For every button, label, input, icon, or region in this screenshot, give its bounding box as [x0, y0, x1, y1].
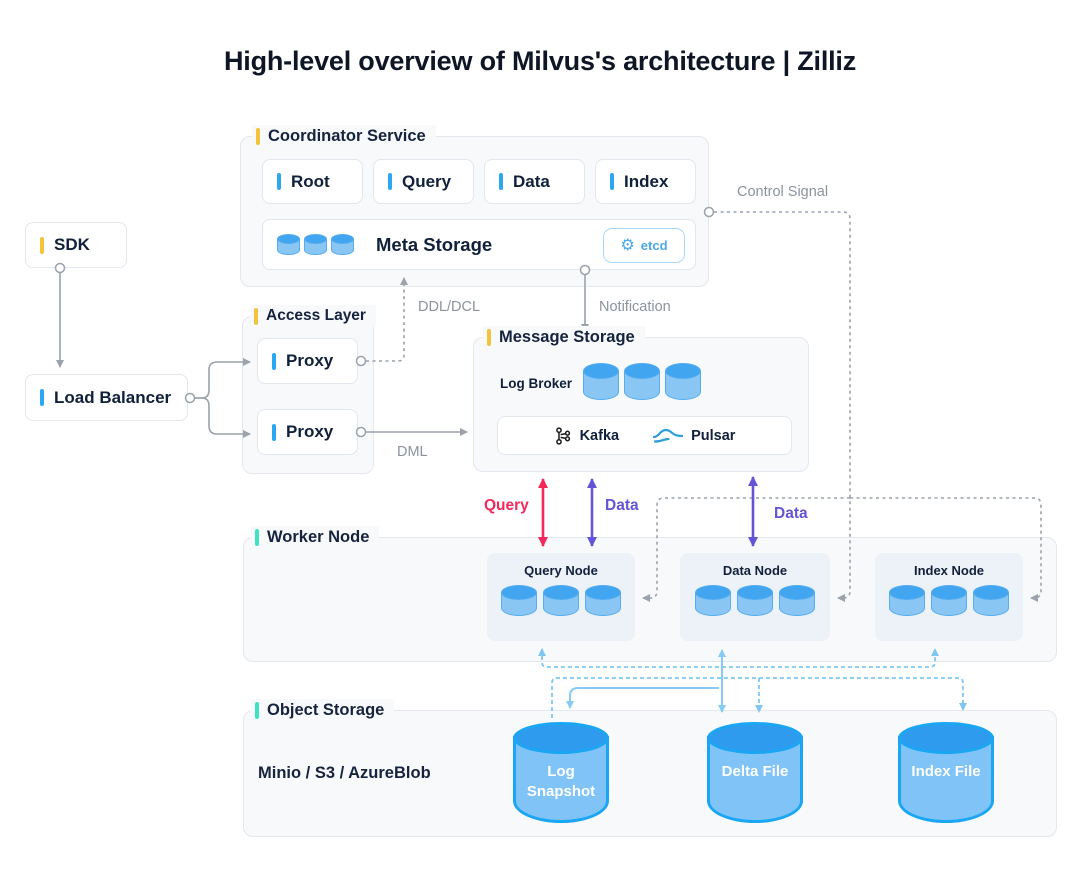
root-coord-box: Root [262, 159, 363, 204]
kafka-engine: Kafka [554, 426, 619, 445]
log-broker-label: Log Broker [500, 376, 573, 391]
database-icon [585, 585, 621, 616]
database-icon [898, 722, 994, 754]
blue-bar-icon [499, 173, 503, 190]
database-icon [737, 585, 773, 616]
query-arrow-label: Query [484, 497, 529, 514]
yellow-bar-icon [256, 128, 260, 145]
index-node-databases [889, 585, 1009, 616]
blue-bar-icon [277, 173, 281, 190]
database-icon [543, 585, 579, 616]
database-icon [889, 585, 925, 616]
database-icon [277, 234, 300, 255]
teal-bar-icon [255, 702, 259, 719]
database-icon [304, 234, 327, 255]
database-icon [931, 585, 967, 616]
notification-label: Notification [599, 299, 671, 315]
data-node-box: Data Node [680, 553, 830, 641]
database-icon [501, 585, 537, 616]
kafka-icon [555, 426, 570, 445]
yellow-bar-icon [254, 307, 258, 325]
data-node-databases [695, 585, 815, 616]
blue-bar-icon [272, 352, 276, 370]
pulsar-engine: Pulsar [653, 427, 735, 445]
database-icon [695, 585, 731, 616]
meta-storage-box: Meta Storage ⚙ etcd [262, 219, 696, 270]
database-icon [707, 722, 803, 754]
control-signal-label: Control Signal [737, 184, 829, 200]
index-coord-box: Index [595, 159, 696, 204]
yellow-bar-icon [487, 329, 491, 346]
data-coord-box: Data [484, 159, 585, 204]
pulsar-icon [653, 428, 684, 443]
query-coord-box: Query [373, 159, 474, 204]
blue-bar-icon [40, 389, 44, 406]
log-broker-engines-box: Kafka Pulsar [497, 416, 792, 455]
blue-bar-icon [610, 173, 614, 190]
access-layer-label: Access Layer [250, 305, 376, 327]
object-storage-backends: Minio / S3 / AzureBlob [258, 764, 431, 782]
dml-label: DML [397, 444, 428, 460]
coordinator-service-label: Coordinator Service [252, 125, 436, 148]
database-icon [513, 722, 609, 754]
proxy-box-2: Proxy [257, 409, 358, 455]
object-storage-label: Object Storage [251, 699, 395, 722]
delta-file-cylinder: Delta File [707, 722, 803, 823]
etcd-badge: ⚙ etcd [603, 228, 685, 263]
database-icon [624, 363, 660, 400]
yellow-bar-icon [40, 236, 44, 254]
load-balancer-box: Load Balancer [25, 374, 188, 421]
database-icon [331, 234, 354, 255]
database-icon [665, 363, 701, 400]
teal-bar-icon [255, 529, 259, 546]
meta-storage-title: Meta Storage [376, 233, 493, 255]
blue-bar-icon [388, 173, 392, 190]
page-title: High-level overview of Milvus's architec… [223, 46, 857, 76]
index-file-cylinder: Index File [898, 722, 994, 823]
worker-node-label: Worker Node [251, 526, 380, 549]
database-icon [973, 585, 1009, 616]
query-node-databases [501, 585, 621, 616]
gear-icon: ⚙ [620, 236, 635, 254]
query-node-box: Query Node [487, 553, 635, 641]
ddl-dcl-label: DDL/DCL [418, 299, 481, 315]
database-icon [779, 585, 815, 616]
log-snapshot-cylinder: Log Snapshot [513, 722, 609, 823]
database-icon [583, 363, 619, 400]
database-icons [277, 234, 354, 255]
message-storage-label: Message Storage [483, 326, 645, 349]
data-arrow-label-2: Data [774, 505, 808, 522]
sdk-box: SDK [25, 222, 127, 268]
blue-bar-icon [272, 423, 276, 441]
proxy-box-1: Proxy [257, 338, 358, 384]
data-arrow-label-1: Data [605, 497, 639, 514]
log-broker-databases [583, 363, 701, 400]
index-node-box: Index Node [875, 553, 1023, 641]
